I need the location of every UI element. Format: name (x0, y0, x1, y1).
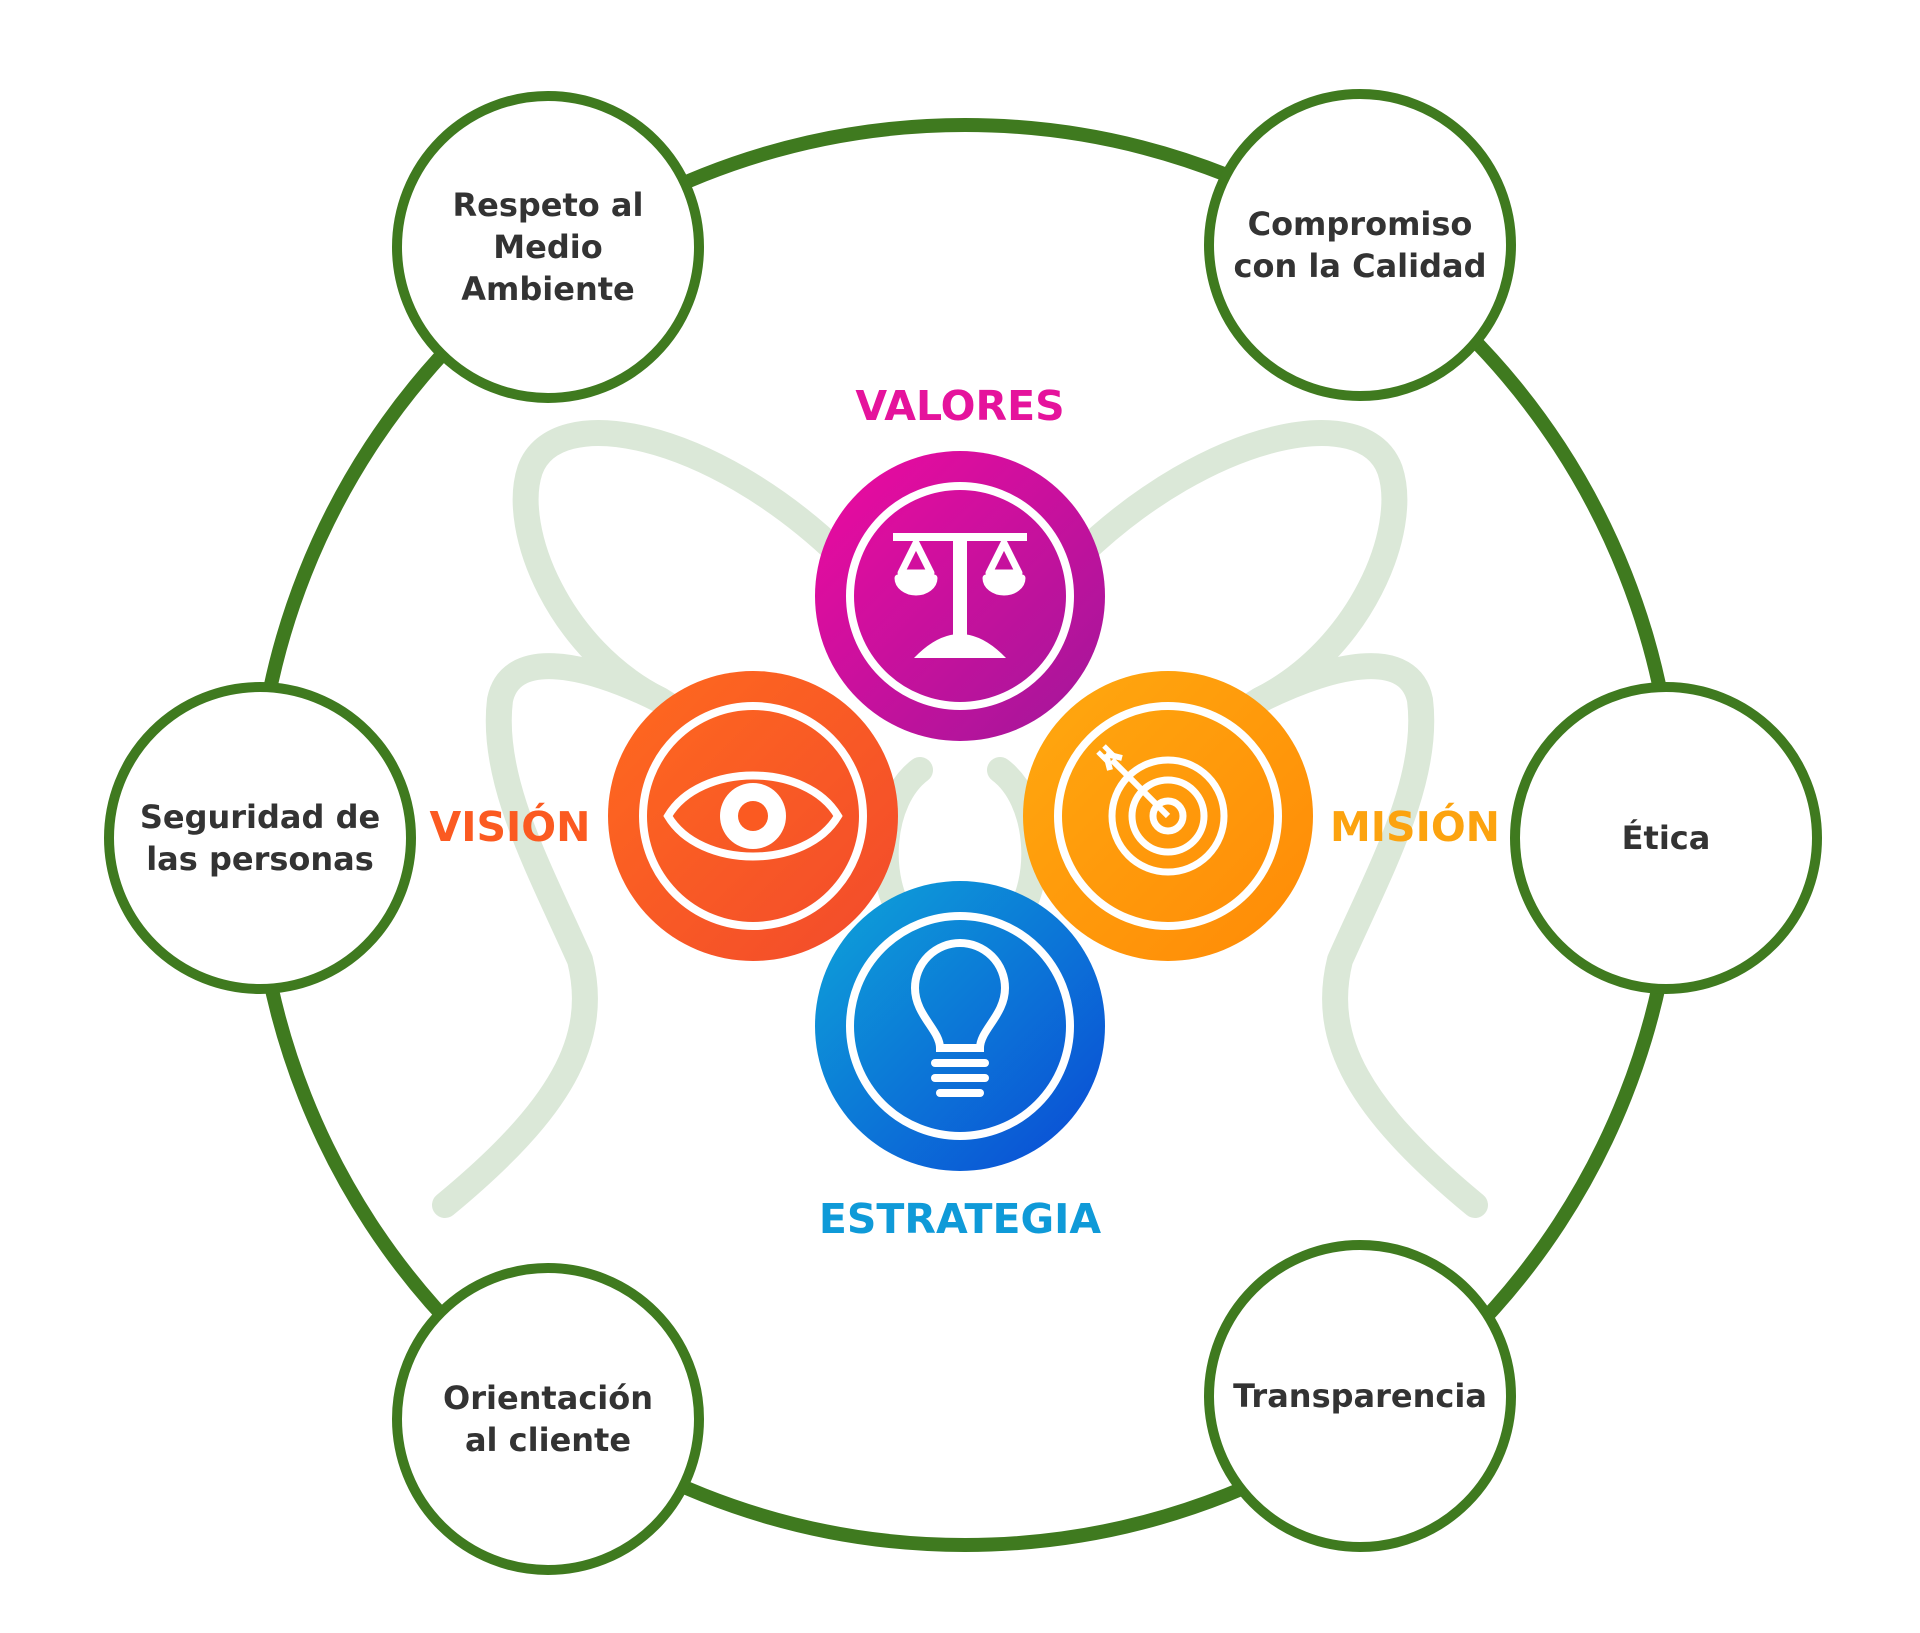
estrategia-label: ESTRATEGIA (818, 1195, 1102, 1243)
lightbulb-icon (910, 939, 1010, 1097)
value-label: Transparencia (1233, 1377, 1487, 1415)
value-label: Ética (1621, 819, 1711, 857)
value-node-seguridad-personas: Seguridad de las personas (104, 682, 416, 994)
value-label: Seguridad de las personas (139, 798, 381, 878)
value-node-transparencia: Transparencia (1204, 1240, 1516, 1552)
value-node-compromiso-calidad: Compromiso con la Calidad (1204, 89, 1516, 401)
valores-circle (815, 451, 1105, 741)
value-label: Compromiso con la Calidad (1233, 205, 1487, 285)
value-label: Orientación al cliente (442, 1379, 654, 1459)
value-node-etica: Ética (1510, 682, 1822, 994)
valores-label: VALORES (855, 382, 1065, 430)
value-label: Respeto al Medio Ambiente (452, 186, 644, 308)
value-node-respeto-medio-ambiente: Respeto al Medio Ambiente (392, 91, 704, 403)
value-node-orientacion-cliente: Orientación al cliente (392, 1263, 704, 1575)
scales-icon (893, 533, 1027, 658)
estrategia-circle (815, 881, 1105, 1171)
eye-icon (663, 771, 843, 861)
vision-label: VISIÓN (429, 803, 591, 851)
vision-circle (608, 671, 898, 961)
target-icon (1096, 744, 1228, 876)
mision-circle (1023, 671, 1313, 961)
mision-label: MISIÓN (1329, 803, 1500, 851)
